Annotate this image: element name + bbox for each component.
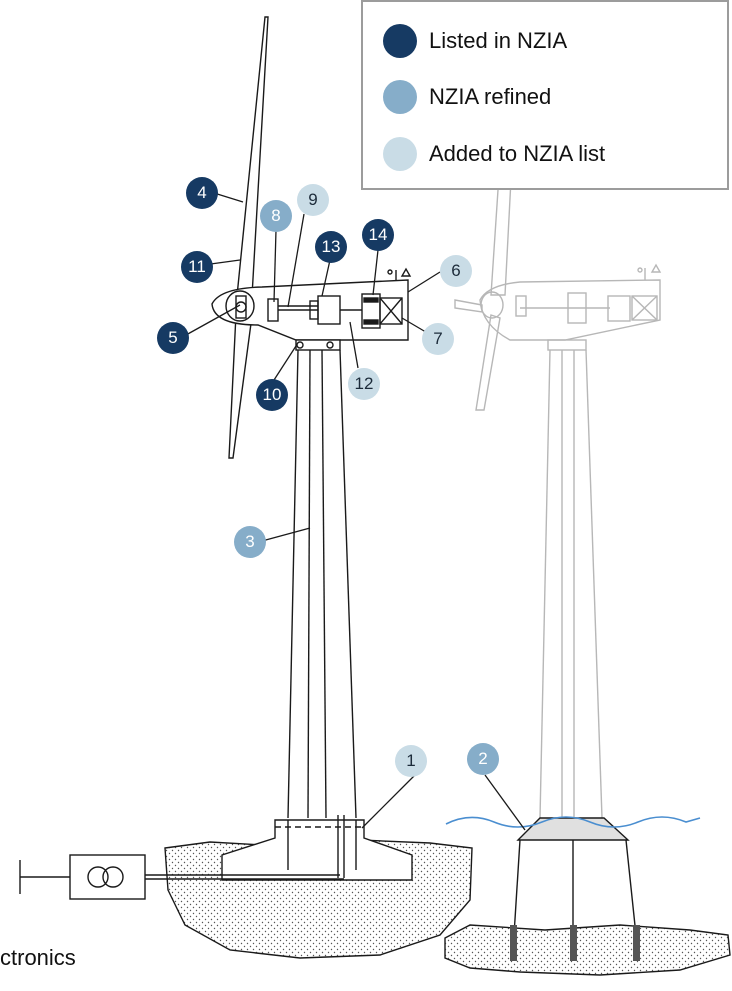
callout-12: 12 <box>348 368 380 400</box>
offshore-tower-left <box>539 349 551 819</box>
callout-14: 14 <box>362 219 394 251</box>
hub <box>225 290 255 322</box>
callout-7: 7 <box>422 323 454 355</box>
converter-box <box>379 297 403 325</box>
offshore-tower-right <box>585 349 603 819</box>
foundation-slab <box>221 819 413 881</box>
legend-dot-refined <box>383 80 417 114</box>
legend-item-added: Added to NZIA list <box>383 134 605 174</box>
offshore-blade-lower <box>475 314 501 411</box>
callout-10: 10 <box>256 379 288 411</box>
tower-left <box>287 349 299 819</box>
water-surface <box>445 816 701 828</box>
legend-label: Listed in NZIA <box>429 28 568 53</box>
callout-4: 4 <box>186 177 218 209</box>
onshore-foundation <box>19 815 473 959</box>
offshore-blade-left <box>454 299 483 313</box>
seabed <box>444 924 731 976</box>
callout-1: 1 <box>395 745 427 777</box>
callout-6: 6 <box>440 255 472 287</box>
callout-11: 11 <box>181 251 213 283</box>
callout-3: 3 <box>234 526 266 558</box>
offshore-turbine <box>454 159 662 819</box>
legend-item-listed: Listed in NZIA <box>383 21 567 61</box>
legend-label: Added to NZIA list <box>429 141 606 166</box>
legend: Listed in NZIA NZIA refined Added to NZI… <box>361 0 729 190</box>
legend-item-refined: NZIA refined <box>383 77 551 117</box>
legend-label: NZIA refined <box>429 84 552 109</box>
transformer-icon <box>87 866 109 888</box>
offshore-nacelle <box>479 279 661 341</box>
callout-2: 2 <box>467 743 499 775</box>
caption-text: ctronics <box>0 945 76 970</box>
callout-13: 13 <box>315 231 347 263</box>
blade-upper <box>236 16 269 297</box>
legend-dot-listed <box>383 24 417 58</box>
leader-lines <box>185 192 526 831</box>
offshore-foundation <box>444 816 731 976</box>
blade-lower <box>228 313 253 459</box>
callout-8: 8 <box>260 200 292 232</box>
transition-piece <box>516 817 630 841</box>
callout-5: 5 <box>157 322 189 354</box>
offshore-hub <box>480 291 504 319</box>
onshore-turbine <box>211 16 412 819</box>
legend-dot-added <box>383 137 417 171</box>
tower-right <box>339 349 357 819</box>
yaw-system <box>295 339 341 351</box>
callout-9: 9 <box>297 184 329 216</box>
